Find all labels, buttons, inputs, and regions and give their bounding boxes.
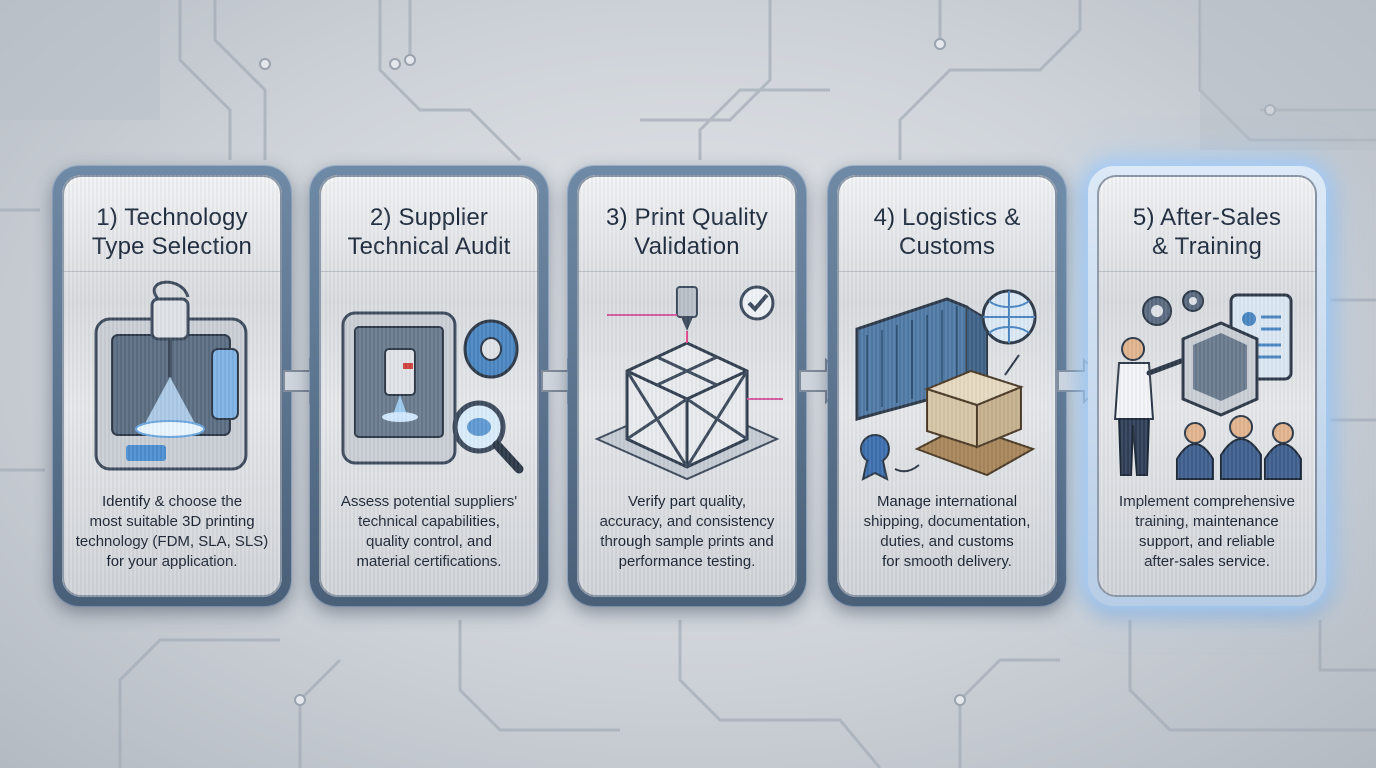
step-description: Assess potential suppliers' technical ca… bbox=[340, 493, 518, 570]
training-session-icon bbox=[1097, 279, 1317, 489]
step-description: Verify part quality, accuracy, and consi… bbox=[599, 493, 775, 570]
shipping-container-icon bbox=[837, 279, 1057, 489]
step-card-after-sales: 5) After-Sales & Training bbox=[1088, 166, 1326, 606]
step-title: 5) After-Sales & Training bbox=[1132, 204, 1282, 260]
lattice-cube-icon bbox=[577, 279, 797, 489]
3d-printer-icon bbox=[62, 279, 282, 489]
step-title: 3) Print Quality Validation bbox=[606, 204, 768, 260]
step-title: 1) Technology Type Selection bbox=[91, 204, 253, 260]
printer-audit-icon bbox=[319, 279, 539, 489]
step-card-supplier-audit: 2) Supplier Technical Audit Assess bbox=[310, 166, 548, 606]
step-description: Identify & choose the most suitable 3D p… bbox=[75, 493, 269, 570]
step-card-logistics: 4) Logistics & Customs bbox=[828, 166, 1066, 606]
step-card-print-quality: 3) Print Quality Validation Verify bbox=[568, 166, 806, 606]
step-card-technology-selection: 1) Technology Type Selection Identify & … bbox=[53, 166, 291, 606]
step-title: 2) Supplier Technical Audit bbox=[347, 204, 511, 260]
step-title: 4) Logistics & Customs bbox=[873, 204, 1021, 260]
step-description: Manage international shipping, documenta… bbox=[863, 493, 1031, 570]
step-description: Implement comprehensive training, mainte… bbox=[1119, 493, 1295, 570]
